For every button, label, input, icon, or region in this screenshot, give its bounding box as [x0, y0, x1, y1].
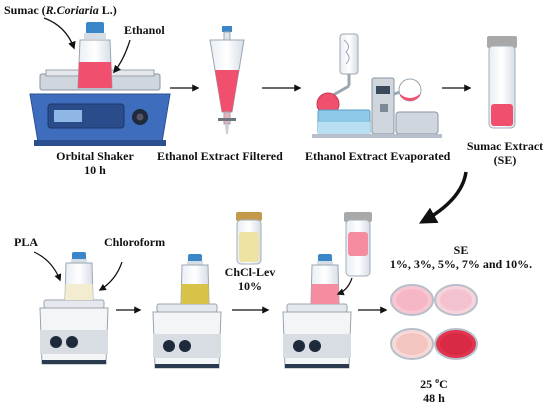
- chcl-lev-vial: [236, 212, 262, 265]
- sumac-extract-title: Sumac Extract: [466, 139, 544, 153]
- orbital-shaker-label: Orbital Shaker 10 h: [40, 149, 150, 178]
- sumac-prefix: Sumac (: [4, 3, 46, 17]
- chcl-lev-title: ChCl-Lev: [224, 265, 276, 279]
- chloroform-label: Chloroform: [104, 235, 166, 249]
- magnetic-stirrer-1: [39, 299, 109, 365]
- se-pour-arrow: [336, 277, 353, 296]
- temperature: 25 oC: [404, 376, 464, 392]
- pla-arrow: [33, 251, 62, 282]
- sumac-ethanol-bottle: [77, 22, 113, 89]
- chcl-lev-percent: 10%: [238, 278, 262, 293]
- se-concentration-label: SE 1%, 3%, 5%, 7% and 10%.: [374, 243, 548, 272]
- se-concentrations: 1%, 3%, 5%, 7% and 10%.: [389, 256, 533, 271]
- temperature-unit: C: [439, 377, 448, 391]
- pla-label: PLA: [14, 235, 38, 249]
- evaporated-label: Ethanol Extract Evaporated: [305, 149, 451, 163]
- sumac-arrow: [43, 17, 76, 50]
- chloroform-arrow: [98, 261, 123, 291]
- temperature-value: 25: [420, 377, 436, 391]
- temperature-degree: o: [435, 376, 440, 385]
- separatory-funnel: [209, 26, 245, 134]
- sumac-extract-vial: [487, 36, 517, 129]
- pla-bottle: [64, 252, 94, 301]
- incubation-duration: 48 h: [423, 390, 445, 405]
- se-title: SE: [453, 243, 469, 257]
- petri-dishes: [390, 284, 478, 360]
- se-transfer-arrow: [418, 171, 468, 224]
- rotary-evaporator: [312, 33, 442, 138]
- magnetic-stirrer-3: [282, 303, 352, 369]
- pla-chloroform-bottle: [180, 254, 210, 305]
- ethanol-arrow: [113, 39, 131, 74]
- chcl-lev-label: ChCl-Lev 10%: [222, 265, 278, 294]
- incubation-label: 25 oC 48 h: [404, 376, 464, 406]
- sumac-suffix: L.): [98, 3, 117, 17]
- se-vial-small: [344, 212, 372, 277]
- ethanol-label: Ethanol: [124, 23, 165, 37]
- magnetic-stirrer-2: [152, 303, 222, 369]
- orbital-shaker-title: Orbital Shaker: [56, 149, 134, 163]
- sumac-label: Sumac (R.Coriaria L.): [4, 3, 117, 18]
- sumac-extract-label: Sumac Extract (SE): [462, 139, 548, 168]
- sumac-extract-abbrev: (SE): [493, 152, 517, 167]
- filtered-label: Ethanol Extract Filtered: [157, 149, 283, 163]
- sumac-species: R.Coriaria: [45, 3, 99, 17]
- mixture-bottle: [310, 254, 340, 305]
- shaker-duration: 10 h: [84, 162, 106, 177]
